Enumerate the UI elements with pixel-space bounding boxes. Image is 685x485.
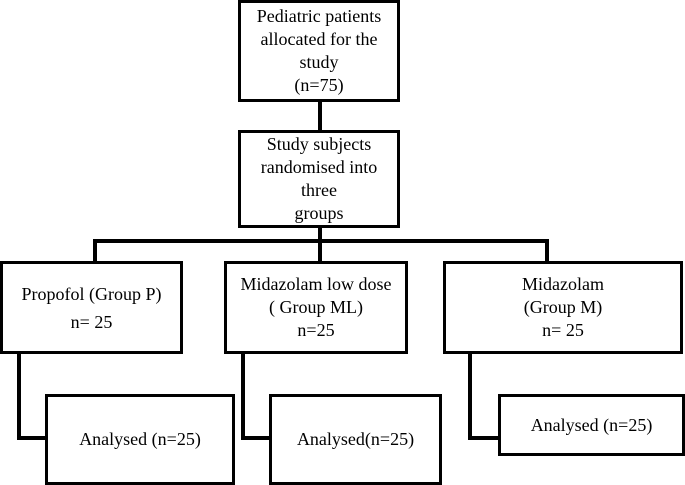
group-p-line-1: Propofol (Group P) <box>21 283 162 304</box>
randomisation-line-3: groups <box>294 203 344 223</box>
group-ml-line-1: Midazolam low dose <box>240 274 392 294</box>
connector-group-ml-down <box>241 352 245 438</box>
group-m-line-2: (Group M) <box>523 297 603 317</box>
connector-group-p-to-analysed <box>17 436 47 440</box>
connector-group-ml-to-analysed <box>241 436 271 440</box>
connector-branch-to-group-ml <box>318 239 322 261</box>
enrollment-line-1: Pediatric patients <box>256 6 382 26</box>
connector-branch-to-group-m <box>545 239 549 261</box>
analysed-p-label: Analysed (n=25) <box>79 429 201 449</box>
connector-branch-to-group-p <box>93 239 97 261</box>
connector-random-to-branch <box>318 227 322 241</box>
group-p-line-2: n= 25 <box>70 311 113 332</box>
connector-enroll-to-random <box>318 101 322 131</box>
connector-group-m-down <box>468 352 472 438</box>
connector-group-m-to-analysed <box>468 436 500 440</box>
analysed-m-box: Analysed (n=25) <box>498 394 685 456</box>
enrollment-box: Pediatric patients allocated for the stu… <box>238 0 400 102</box>
group-ml-box: Midazolam low dose ( Group ML) n=25 <box>224 261 408 354</box>
analysed-ml-box: Analysed(n=25) <box>269 394 442 485</box>
randomisation-box: Study subjects randomised into three gro… <box>238 130 400 228</box>
randomisation-line-1: Study subjects <box>266 134 372 154</box>
group-m-line-1: Midazolam <box>522 274 604 294</box>
analysed-m-label: Analysed (n=25) <box>530 414 653 435</box>
enrollment-line-2: allocated for the study <box>260 29 378 72</box>
group-ml-line-2: ( Group ML) <box>269 297 363 317</box>
randomisation-line-2: randomised into three <box>260 157 378 200</box>
enrollment-line-3: (n=75) <box>294 75 344 95</box>
analysed-ml-label: Analysed(n=25) <box>296 429 415 449</box>
group-m-box: Midazolam (Group M) n= 25 <box>443 261 683 354</box>
group-p-box: Propofol (Group P) n= 25 <box>0 261 183 354</box>
analysed-p-box: Analysed (n=25) <box>45 394 235 485</box>
group-m-line-3: n= 25 <box>542 320 584 340</box>
group-ml-line-3: n=25 <box>297 320 335 340</box>
connector-group-p-down <box>17 352 21 438</box>
